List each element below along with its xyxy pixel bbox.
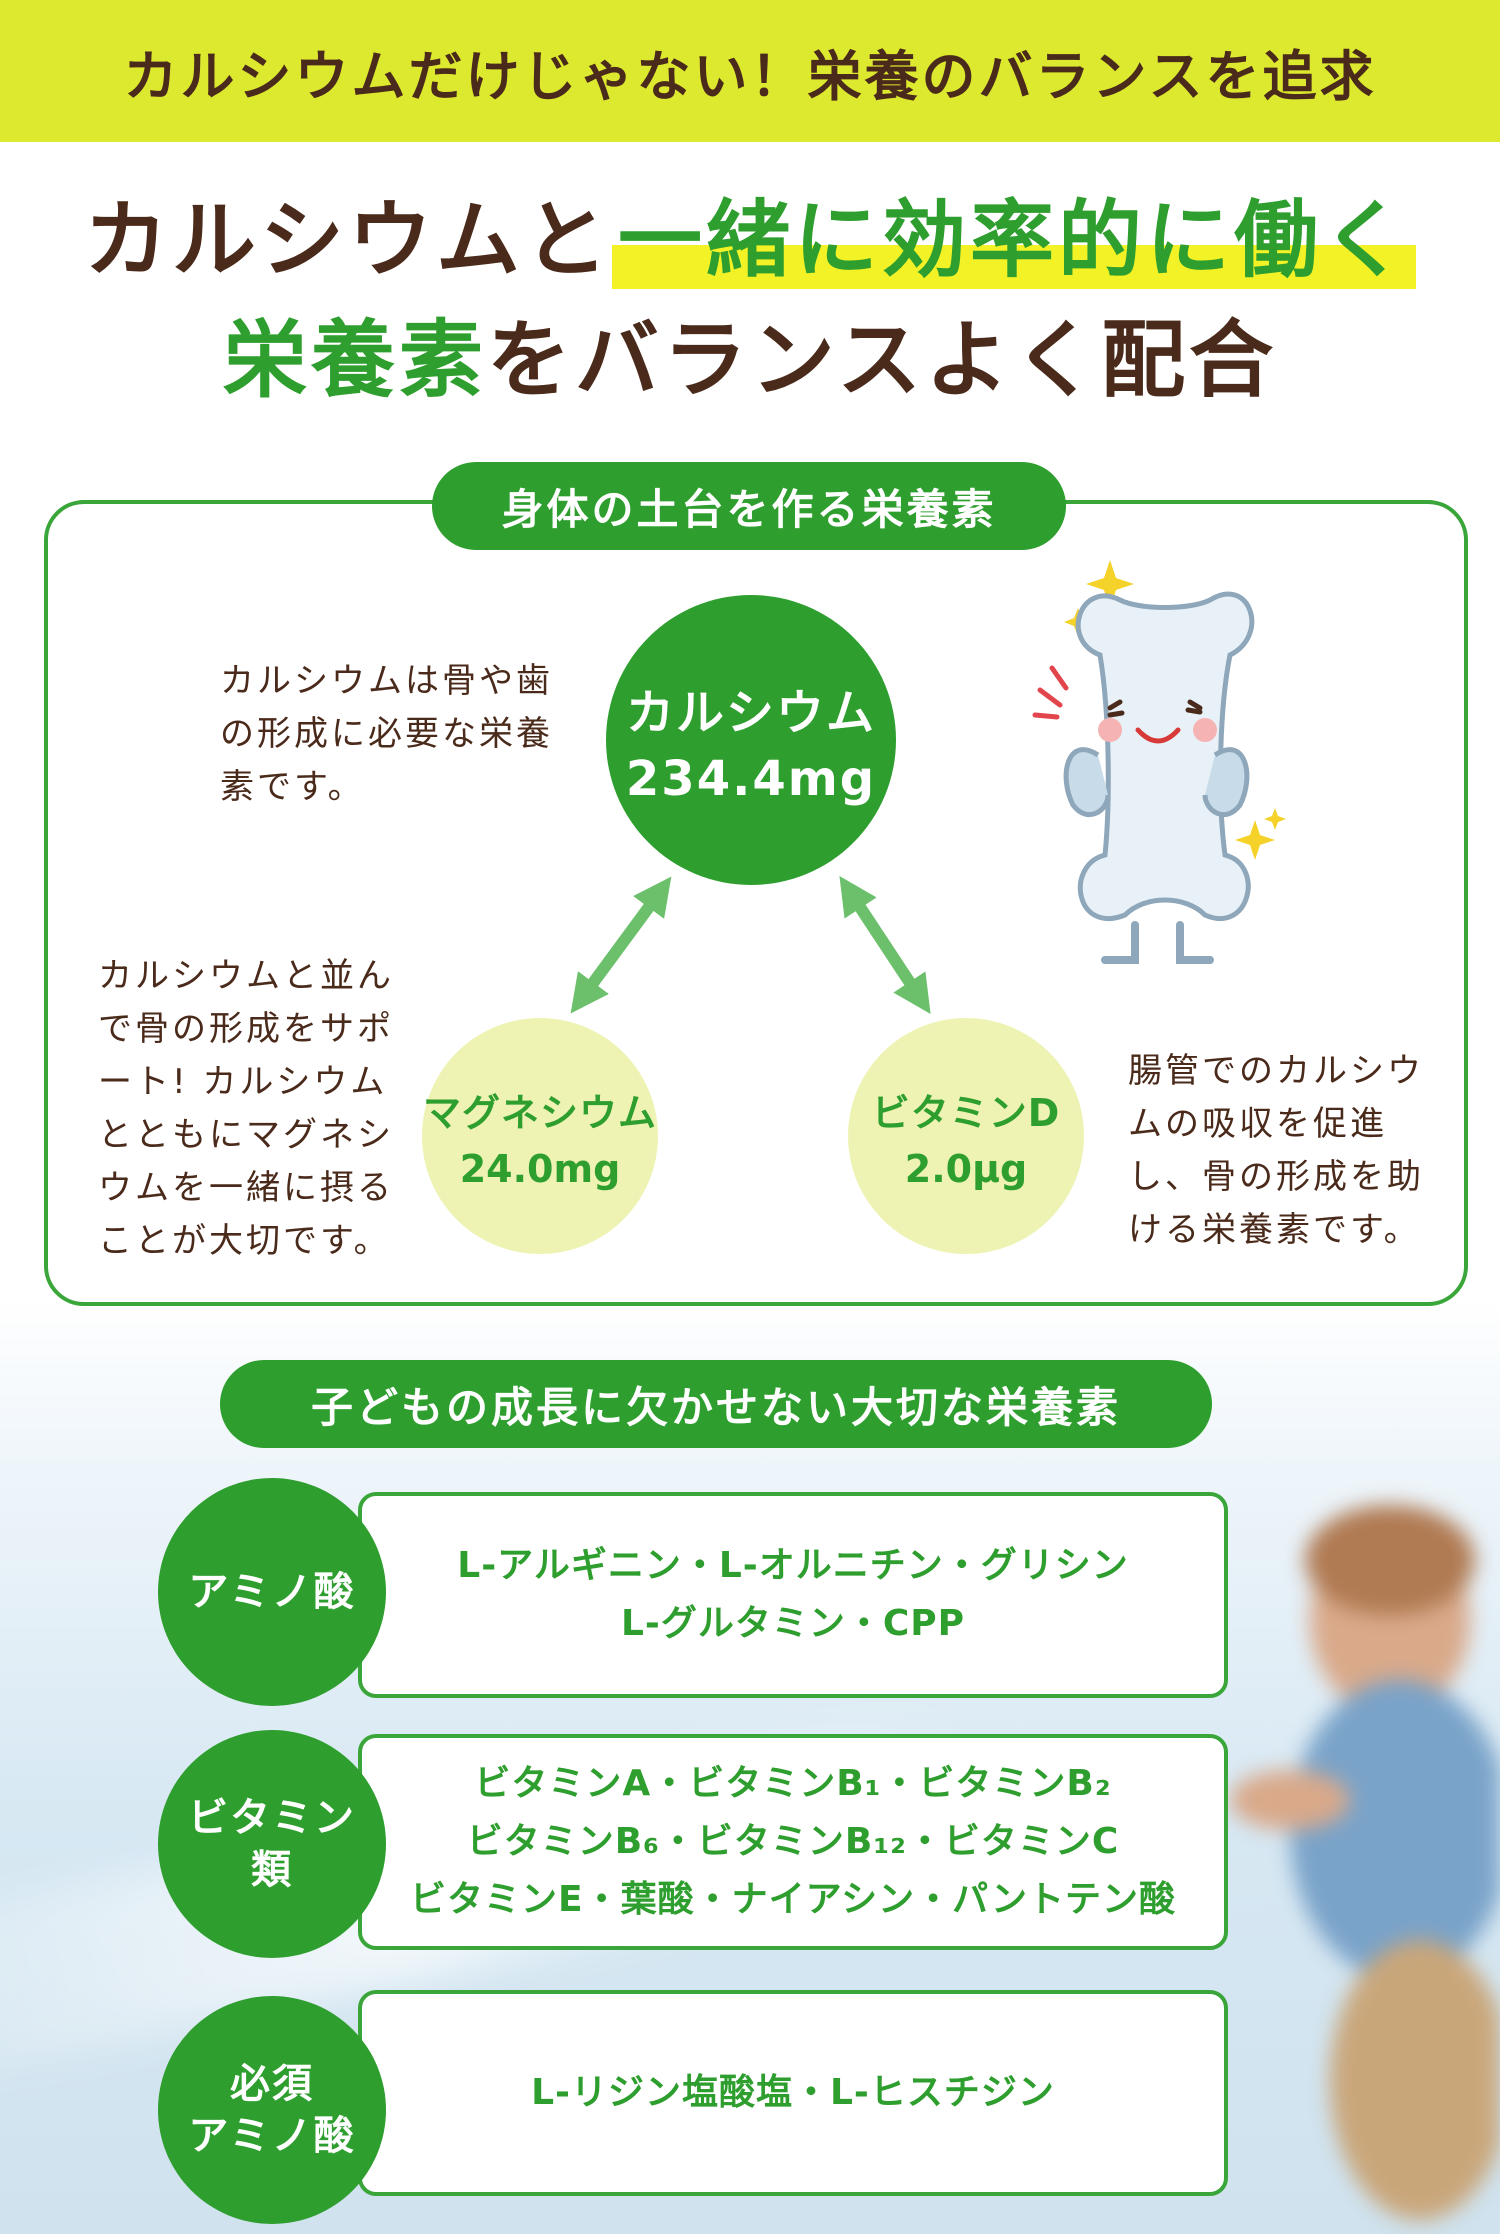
calcium-description: カルシウムは骨や歯の形成に必要な栄養素です。 [220,661,553,807]
banner-text: カルシウムだけじゃない！栄養のバランスを追求 [123,44,1377,108]
bone-character-icon [1032,560,1286,964]
category-label: アミノ酸 [188,1569,356,1615]
category-label: アミノ酸 [188,2113,356,2159]
nutrient-line: ビタミンB₆・ビタミンB₁₂・ビタミンC [466,1821,1120,1862]
magnesium-value: 24.0mg [459,1146,621,1191]
nutrient-line: L-グルタミン・CPP [620,1603,966,1644]
calcium-value: 234.4mg [625,751,877,807]
headline-line-1-b: 一緒に効率的に働く [612,191,1417,289]
category-label: 必須 [230,2061,314,2107]
headline-line-1: カルシウムと一緒に効率的に働く [0,180,1500,300]
headline-line-2-b: をバランスよく配合 [486,311,1278,409]
arrows-icon [570,875,931,1015]
foundation-title: 身体の土台を作る栄養素 [432,462,1066,550]
nutrient-list-box: L-アルギニン・L-オルニチン・グリシン L-グルタミン・CPP [358,1492,1228,1698]
calcium-name: カルシウム [625,685,876,741]
vitamin-d-name: ビタミンD [871,1090,1061,1135]
magnesium-circle: マグネシウム 24.0mg [422,1018,658,1254]
nutrient-line: ビタミンA・ビタミンB₁・ビタミンB₂ [474,1763,1112,1804]
calcium-circle: カルシウム 234.4mg [606,595,896,885]
category-badge: 必須 アミノ酸 [158,1996,386,2224]
top-banner: カルシウムだけじゃない！栄養のバランスを追求 [0,0,1500,142]
nutrient-line: L-リジン塩酸塩・L-ヒスチジン [531,2072,1055,2113]
vitamin-d-description: 腸管でのカルシウムの吸収を促進し、骨の形成を助ける栄養素です。 [1128,1051,1424,1250]
vitamin-d-circle: ビタミンD 2.0μg [848,1018,1084,1254]
category-label: ビタミン [188,1795,356,1841]
category-badge: アミノ酸 [158,1478,386,1706]
headline-line-1-a: カルシウムと [83,191,612,289]
growth-title: 子どもの成長に欠かせない大切な栄養素 [220,1360,1212,1448]
category-label: 類 [251,1847,293,1893]
headline-line-2: 栄養素をバランスよく配合 [0,300,1500,420]
nutrient-list-box: L-リジン塩酸塩・L-ヒスチジン [358,1990,1228,2196]
vitamin-d-value: 2.0μg [904,1146,1028,1191]
magnesium-name: マグネシウム [422,1090,657,1135]
headline: カルシウムと一緒に効率的に働く 栄養素をバランスよく配合 [0,180,1500,420]
headline-line-2-a: 栄養素 [222,311,487,409]
running-child-photo [1230,1505,1500,2220]
nutrient-line: ビタミンE・葉酸・ナイアシン・パントテン酸 [410,1879,1176,1920]
magnesium-description: カルシウムと並んで骨の形成をサポート! カルシウムとともにマグネシウムを一緒に摂… [98,956,394,1261]
category-badge: ビタミン 類 [158,1730,386,1958]
nutrient-line: L-アルギニン・L-オルニチン・グリシン [457,1545,1129,1586]
nutrient-list-box: ビタミンA・ビタミンB₁・ビタミンB₂ ビタミンB₆・ビタミンB₁₂・ビタミンC… [358,1734,1228,1950]
